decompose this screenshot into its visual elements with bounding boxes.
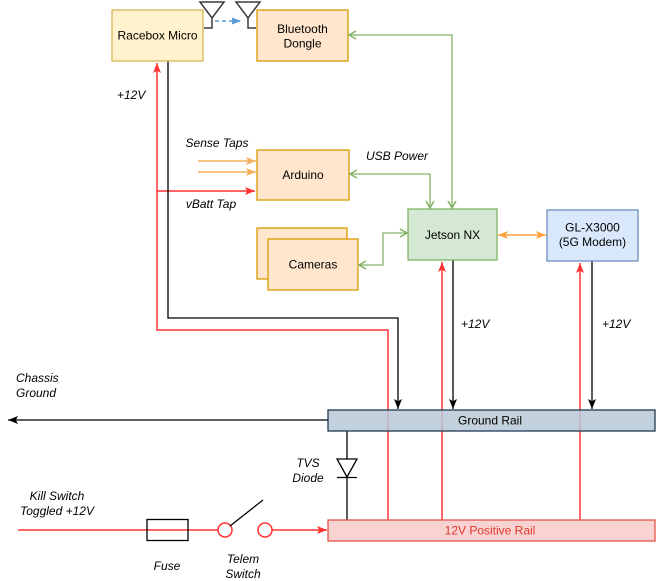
jetson-nx-node[interactable]: Jetson NX [407,208,498,261]
label-vbatt-tap: vBatt Tap [186,197,237,211]
wire-gnd-racebox [167,61,402,409]
wire-group-power-ground [8,61,596,534]
arduino-node[interactable]: Arduino [256,149,350,201]
switch-contact-left [217,522,233,538]
racebox-micro-box[interactable] [111,9,204,62]
label-tvs-line2: Diode [292,471,324,485]
ground-rail-label: Ground Rail [458,414,522,428]
label-kill-switch-line2: Toggled +12V [20,504,95,518]
label-12v-modem: +12V [602,317,631,331]
positive-rail-label: 12V Positive Rail [445,524,536,538]
label-telem-switch-line1: Telem [227,552,259,566]
antenna-right-stem [247,18,256,29]
cameras-node[interactable]: Cameras [256,227,359,291]
gl-x3000-box[interactable] [546,209,639,262]
jetson-nx-box[interactable] [407,208,498,261]
racebox-micro-node[interactable]: Racebox Micro [111,9,204,62]
wire-jetson-bluetooth [349,35,452,208]
label-kill-switch-line1: Kill Switch [30,489,85,503]
switch-contact-right [257,522,273,538]
ground-rail-node[interactable]: Ground Rail [327,409,656,432]
antenna-left-triangle [198,1,226,20]
cameras-label: Cameras [289,258,338,272]
bluetooth-dongle-node[interactable]: Bluetooth Dongle [256,9,349,62]
wire-group-data [198,35,546,265]
ground-rail-bar[interactable] [327,409,656,432]
switch-lever [229,499,264,527]
telem-switch-symbol [217,499,273,538]
bluetooth-dongle-label-line2: Dongle [283,37,321,51]
label-tvs-line1: TVS [296,456,319,470]
tvs-diode-symbol [335,458,359,479]
label-chassis-ground-line2: Ground [16,386,56,400]
diode-triangle [335,458,359,479]
label-telem-switch-line2: Switch [225,567,261,581]
label-12v-racebox: +12V [117,88,146,102]
gl-x3000-label-line1: GL-X3000 [565,221,620,235]
wire-usb-power-arduino [350,174,430,208]
label-chassis-ground-line1: Chassis [16,371,59,385]
wire-jetson-cameras [359,233,407,265]
label-fuse: Fuse [154,559,181,573]
label-usb-power: USB Power [366,149,429,163]
label-12v-jetson: +12V [461,317,490,331]
arduino-box[interactable] [256,149,350,201]
gl-x3000-node[interactable]: GL-X3000 (5G Modem) [546,209,639,262]
fuse-body [146,518,189,542]
label-sense-taps: Sense Taps [186,136,249,150]
annotation-labels: +12V Sense Taps vBatt Tap USB Power +12V… [16,88,631,581]
arduino-label: Arduino [282,168,324,182]
antenna-left-stem [204,18,213,29]
jetson-nx-label: Jetson NX [425,228,480,242]
wire-12v-racebox [153,63,389,521]
antenna-right-icon [234,1,262,29]
antenna-right-triangle [234,1,262,20]
gl-x3000-label-line2: (5G Modem) [559,235,626,249]
antenna-left-icon [198,1,226,29]
positive-rail-node[interactable]: 12V Positive Rail [327,519,656,542]
racebox-micro-label: Racebox Micro [117,29,197,43]
positive-rail-bar[interactable] [327,519,656,542]
bluetooth-dongle-label-line1: Bluetooth [277,22,328,36]
fuse-symbol [146,518,189,542]
